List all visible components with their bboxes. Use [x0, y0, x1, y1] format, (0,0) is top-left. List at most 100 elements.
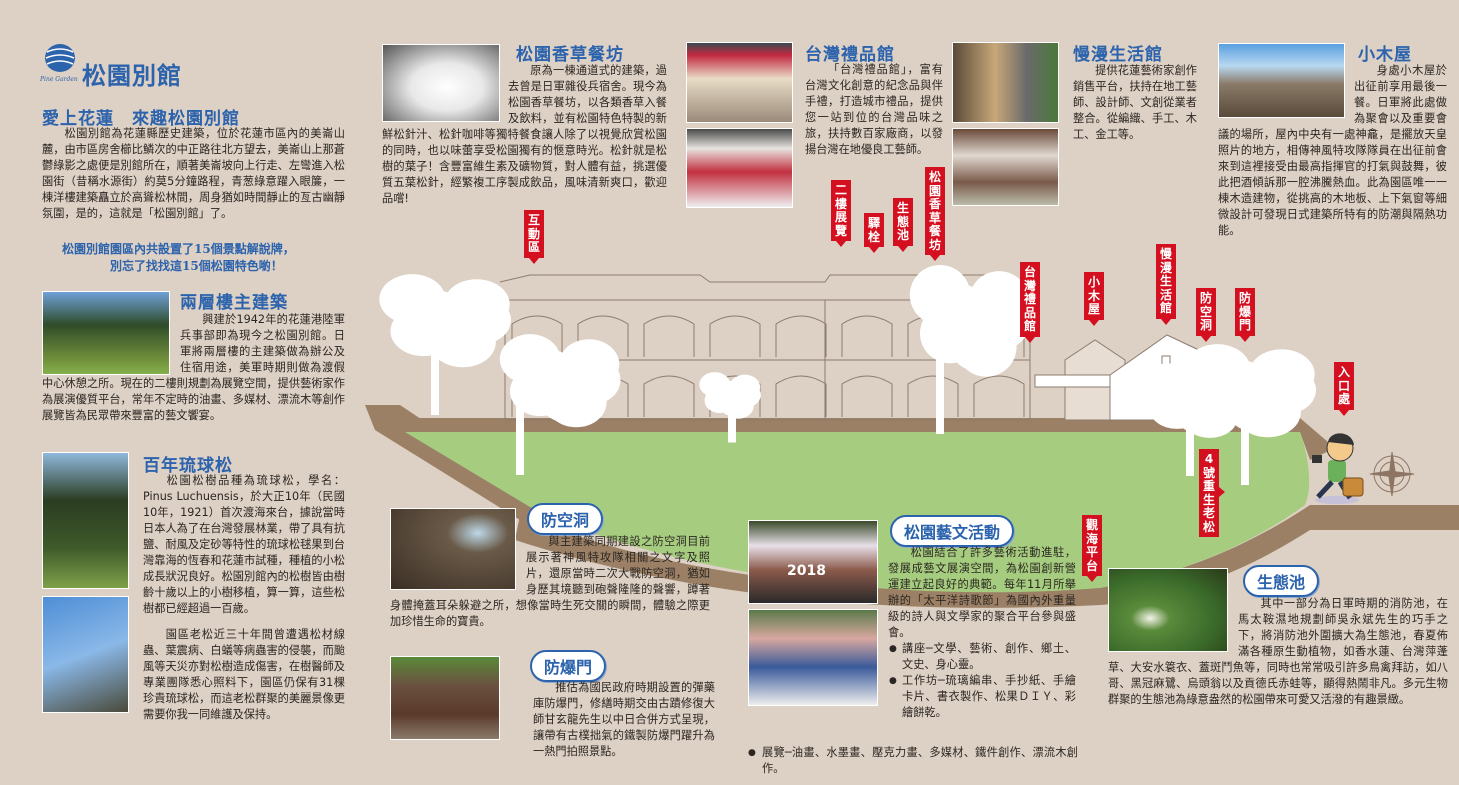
- cabin-body: 身處小木屋於出征前享用最後一餐。日軍將此處做為聚會以及重要會議的場所，屋內中央有…: [1218, 63, 1447, 239]
- pine-photo-2: [42, 596, 129, 713]
- arts-bullet: 工作坊─琉璃編串、手抄紙、手繪卡片、書衣製作、松果ＤＩＹ、彩繪餅乾。: [889, 673, 1076, 721]
- slow-life-body: 提供花蓮藝術家創作銷售平台，扶持在地工藝師、設計師、文創從業者整合。從編織、手工…: [1073, 63, 1197, 143]
- compass-icon: [1369, 451, 1415, 497]
- blast-door-photo: [390, 656, 500, 740]
- cabin-photo: [1218, 43, 1345, 118]
- gift-heading: 台灣禮品館: [805, 45, 895, 65]
- main-building-text: 興建於1942年的花蓮港陸軍兵事部即為現今之松園別館。日軍將兩層樓的主建築做為辦…: [42, 313, 345, 422]
- gift-text: 「台灣禮品館」，富有台灣文化創意的紀念品與伴手禮，打造城市禮品，提供您一站到位的…: [805, 63, 943, 156]
- cabin-heading: 小木屋: [1358, 45, 1412, 65]
- tag-label: 小木屋: [1087, 275, 1100, 316]
- arch-window: [709, 315, 761, 357]
- map-tag-slow-life[interactable]: 慢漫生活館: [1156, 244, 1176, 324]
- map-tag-second-floor-exhibit[interactable]: 二樓展覽: [831, 180, 851, 247]
- arch-window: [907, 375, 959, 417]
- restaurant-heading: 松園香草餐坊: [516, 45, 624, 65]
- map-tag-interactive-area[interactable]: 互動區: [524, 210, 544, 263]
- arch-window: [841, 375, 893, 417]
- tag-label: 防爆門: [1238, 291, 1251, 332]
- pine-cone-icon: [45, 44, 75, 72]
- pines-heading: 百年琉球松: [143, 456, 233, 476]
- arch-window: [775, 375, 827, 417]
- intro-heading: 愛上花蓮 來趣松園別館: [42, 109, 240, 129]
- cabin-text: 身處小木屋於出征前享用最後一餐。日軍將此處做為聚會以及重要會議的場所，屋內中央有…: [1218, 64, 1447, 237]
- slow-life-text: 提供花蓮藝術家創作銷售平台，扶持在地工藝師、設計師、文創從業者整合。從編織、手工…: [1073, 64, 1197, 141]
- map-tag-restaurant[interactable]: 松園香草餐坊: [925, 167, 945, 261]
- map-tag-eco-pond[interactable]: 生態池: [893, 198, 913, 251]
- pine-photo-1: [42, 452, 129, 589]
- map-tag-gift-shop[interactable]: 台灣禮品館: [1020, 262, 1040, 342]
- tree-icon: [499, 334, 621, 475]
- tag-label: 生態池: [896, 201, 909, 242]
- gift-body: 「台灣禮品館」，富有台灣文化創意的紀念品與伴手禮，打造城市禮品，提供您一站到位的…: [805, 62, 943, 158]
- pines-body: 松園松樹品種為琉球松，學名：Pinus Luchuensis，於大正10年（民國…: [143, 473, 345, 723]
- slow-life-photo-1: [952, 42, 1059, 123]
- arts-body: 松園結合了許多藝術活動進駐，發展成藝文展演空間，為松園創新營運建立起良好的典範。…: [888, 545, 1076, 721]
- tag-label: 驛栓: [867, 216, 880, 244]
- main-building-heading: 兩層樓主建築: [180, 293, 288, 313]
- arts-photo-1: 2018: [748, 520, 878, 604]
- pines-text-1: 松園松樹品種為琉球松，學名：Pinus Luchuensis，於大正10年（民國…: [143, 474, 345, 615]
- gift-photo-2: [686, 128, 793, 208]
- arts-bullet-list: 講座─文學、藝術、創作、鄉土、文史、身心靈。 工作坊─琉璃編串、手抄紙、手繪卡片…: [888, 641, 1076, 721]
- gift-photo-1: [686, 42, 793, 123]
- arch-window: [973, 375, 1025, 417]
- tree-silhouettes: [379, 265, 1316, 485]
- main-building-photo: [42, 291, 170, 375]
- blast-door-text: 推估為國民政府時期設置的彈藥庫防爆門，修繕時期交由古蹟修復大師甘玄龍先生以中日合…: [533, 681, 715, 758]
- blast-door-heading[interactable]: 防爆門: [530, 650, 607, 682]
- map-tag-cabin[interactable]: 小木屋: [1084, 272, 1104, 325]
- traveler-illustration: [1312, 433, 1364, 504]
- slow-life-photo-2: [952, 128, 1059, 206]
- tag-label: 慢漫生活館: [1159, 247, 1172, 315]
- arts-heading[interactable]: 松園藝文活動: [890, 515, 1015, 547]
- shelter-text: 與主建築同期建設之防空洞目前展示著神風特攻隊相關之文字及照片，還原當時二次大戰防…: [390, 535, 710, 628]
- pond-body: 其中一部分為日軍時期的消防池，在馬太鞍濕地規劃師吳永斌先生的巧手之下，將消防池外…: [1108, 596, 1448, 708]
- blast-door-body: 推估為國民政府時期設置的彈藥庫防爆門，修繕時期交由古蹟修復大師甘玄龍先生以中日合…: [533, 680, 715, 760]
- tag-label: 入口處: [1337, 365, 1350, 406]
- pond-photo: [1108, 568, 1228, 652]
- arts-bullet-last-text: 展覽─油畫、水墨畫、壓克力畫、多媒材、鐵件創作、漂流木創作。: [762, 746, 1078, 775]
- pond-heading[interactable]: 生態池: [1243, 565, 1320, 597]
- arch-window: [511, 315, 563, 357]
- intro-note-2: 別忘了找找這15個松園特色喲！: [110, 259, 283, 273]
- pines-body-2: 園區老松近三十年間曾遭遇松材線蟲、葉震病、白蟻等病蟲害的侵襲，而颱風等天災亦對松…: [143, 627, 345, 723]
- shelter-photo: [390, 508, 516, 590]
- arts-bullet: 講座─文學、藝術、創作、鄉土、文史、身心靈。: [889, 641, 1076, 673]
- main-building-body: 興建於1942年的花蓮港陸軍兵事部即為現今之松園別館。日軍將兩層樓的主建築做為辦…: [42, 312, 345, 424]
- arch-window: [643, 375, 695, 417]
- arts-photo-2: [748, 609, 878, 706]
- tag-label: 松園香草餐坊: [928, 170, 941, 252]
- tag-label: 二樓展覽: [834, 183, 847, 238]
- restaurant-text: 原為一棟通道式的建築，過去曾是日軍雜役兵宿舍。現今為松園香草餐坊，以各類香草入餐…: [382, 64, 667, 205]
- intro-body-text: 松園別館為花蓮縣歷史建築，位於花蓮市區內的美崙山麓，由市區房舍櫛比鱗次的中正路往…: [42, 127, 345, 220]
- arts-photo-caption: 2018: [787, 563, 826, 579]
- logo-title: 松園別館: [82, 62, 182, 90]
- tag-label: 防空洞: [1199, 291, 1212, 332]
- tree-icon: [699, 372, 761, 443]
- arts-text: 松園結合了許多藝術活動進駐，發展成藝文展演空間，為松園創新營運建立起良好的典範。…: [888, 546, 1076, 639]
- pines-text-2: 園區老松近三十年間曾遭遇松材線蟲、葉震病、白蟻等病蟲害的侵襲，而颱風等天災亦對松…: [143, 628, 345, 721]
- shelter-body: 與主建築同期建設之防空洞目前展示著神風特攻隊相關之文字及照片，還原當時二次大戰防…: [390, 534, 710, 630]
- shelter-heading[interactable]: 防空洞: [527, 503, 604, 535]
- map-tag-blast-door[interactable]: 防爆門: [1235, 288, 1255, 341]
- map-tag-entrance[interactable]: 入口處: [1334, 362, 1354, 415]
- pines-body-1: 松園松樹品種為琉球松，學名：Pinus Luchuensis，於大正10年（民國…: [143, 473, 345, 617]
- restaurant-photo: [382, 44, 500, 122]
- path-top-band: [400, 418, 1335, 460]
- intro-note-1: 松園別館園區內共設置了15個景點解說牌，: [62, 242, 295, 256]
- map-tag-hydrant[interactable]: 驛栓: [864, 213, 884, 253]
- tree-icon: [909, 265, 1031, 434]
- tag-label: 台灣禮品館: [1023, 265, 1036, 333]
- tag-label: 互動區: [527, 213, 540, 254]
- pond-text: 其中一部分為日軍時期的消防池，在馬太鞍濕地規劃師吳永斌先生的巧手之下，將消防池外…: [1108, 597, 1448, 706]
- logo-subtitle: Pine Garden: [40, 76, 78, 83]
- map-tag-air-raid-shelter[interactable]: 防空洞: [1196, 288, 1216, 341]
- slow-life-heading: 慢漫生活館: [1073, 45, 1163, 65]
- tag-label: 觀海平台: [1085, 518, 1098, 573]
- map-tag-sea-view-platform[interactable]: 觀海平台: [1082, 515, 1102, 582]
- tree-icon: [1184, 344, 1316, 485]
- arch-window: [577, 315, 629, 357]
